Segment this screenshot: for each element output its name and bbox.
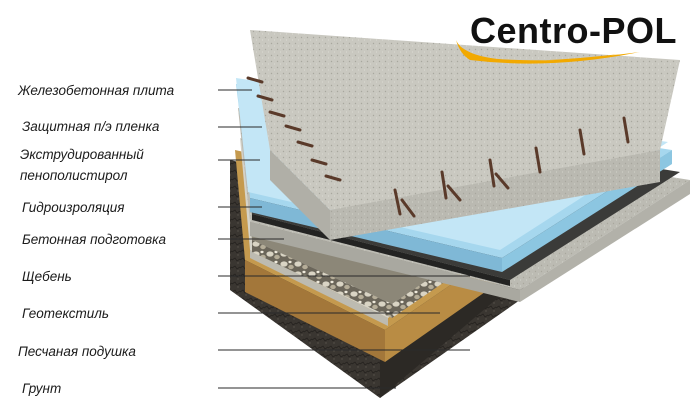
rebar-stubs: [246, 76, 630, 218]
logo-swoosh: [456, 40, 640, 64]
label-xps: Экструдированный пенополистирол: [20, 147, 144, 183]
leader-lines: [218, 89, 470, 389]
label-sand-cushion: Песчаная подушка: [18, 344, 136, 359]
label-waterproofing: Гидроизроляция: [22, 200, 125, 215]
brand-logo: Centro-POL: [470, 10, 677, 51]
layer-rc-slab: [250, 30, 680, 240]
label-ground: Грунт: [22, 381, 62, 396]
label-pe-film: Защитная п/э пленка: [22, 119, 160, 134]
label-concrete-prep: Бетонная подготовка: [22, 232, 167, 247]
label-geotextile: Геотекстиль: [22, 306, 109, 321]
label-rc-slab: Железобетонная плита: [18, 83, 175, 98]
label-crushed-stone: Щебень: [22, 269, 72, 284]
